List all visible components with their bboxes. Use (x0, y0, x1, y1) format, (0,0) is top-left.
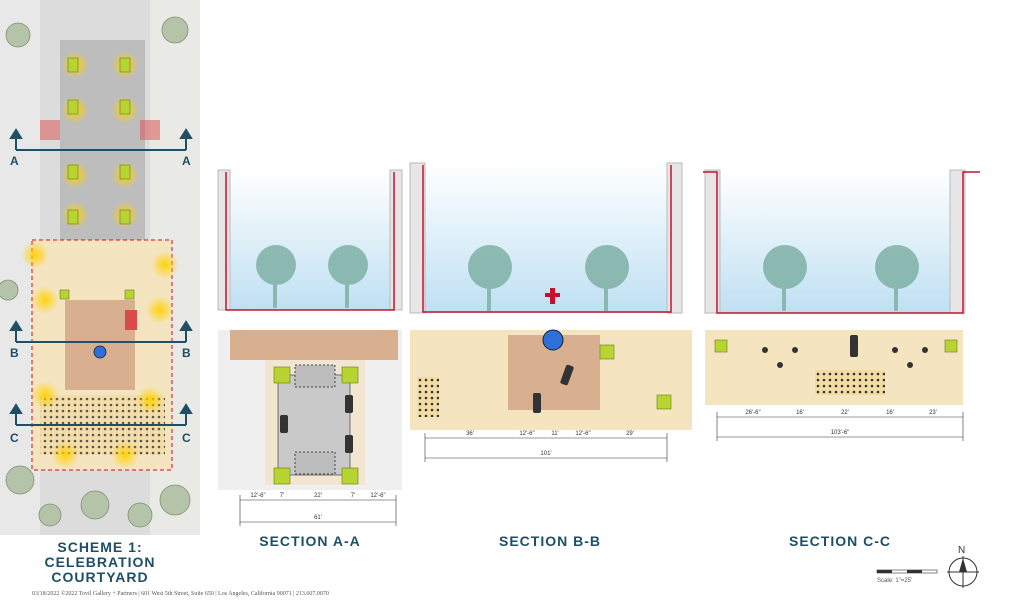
section-c-drawing: 26'-6" 16' 22' 16' 23' 103'-6" (703, 169, 980, 441)
north-label: N (958, 545, 965, 556)
dim-c-3: 22' (841, 410, 849, 416)
north-arrow-icon: N (947, 545, 979, 588)
dim-b-2: 12'-6" (519, 431, 534, 437)
dim-b-4: 12'-6" (575, 431, 590, 437)
marker-c-left: C (10, 431, 19, 445)
dim-a-4: 7' (351, 493, 355, 499)
marker-a-right: A (182, 154, 191, 168)
dim-b-total: 101' (540, 451, 551, 457)
marker-c-right: C (182, 431, 191, 445)
marker-a-left: A (10, 154, 19, 168)
scale-label: Scale: 1"=25' (877, 578, 912, 584)
section-c-title: SECTION C-C (789, 533, 891, 549)
section-b-title: SECTION B-B (499, 533, 601, 549)
dim-a-total: 61' (314, 515, 322, 521)
section-a-drawing: 12'-6" 7' 22' 7' 12'-6" 61' (217, 169, 403, 526)
dim-a-2: 7' (280, 493, 284, 499)
dim-a-5: 12'-6" (370, 493, 385, 499)
dim-b-5: 29' (626, 431, 634, 437)
fountain-b-icon (542, 329, 564, 351)
marker-b-right: B (182, 346, 191, 360)
dim-b-1: 36' (466, 431, 474, 437)
dim-c-4: 16' (886, 410, 894, 416)
fountain-icon (93, 345, 107, 359)
marker-b-left: B (10, 346, 19, 360)
dim-b-3: 11' (551, 431, 558, 437)
scheme-title: SCHEME 1: CELEBRATION COURTYARD (44, 539, 156, 585)
dim-c-2: 16' (796, 410, 804, 416)
dim-c-total: 103'-6" (831, 430, 850, 436)
section-a-title: SECTION A-A (259, 533, 361, 549)
dim-a-3: 22' (314, 493, 322, 499)
dim-c-5: 23' (929, 410, 937, 416)
dim-c-1: 26'-6" (745, 410, 760, 416)
scale-bar: Scale: 1"=25' (876, 569, 938, 584)
dim-a-1: 12'-6" (250, 493, 265, 499)
section-b-drawing: 36' 12'-6" 11' 12'-6" 29' 101' (409, 162, 692, 462)
footer-credit: 03/18/2022 ©2022 Tovil Gallery + Partner… (32, 591, 329, 597)
site-plan: A A B B C C (0, 0, 200, 535)
